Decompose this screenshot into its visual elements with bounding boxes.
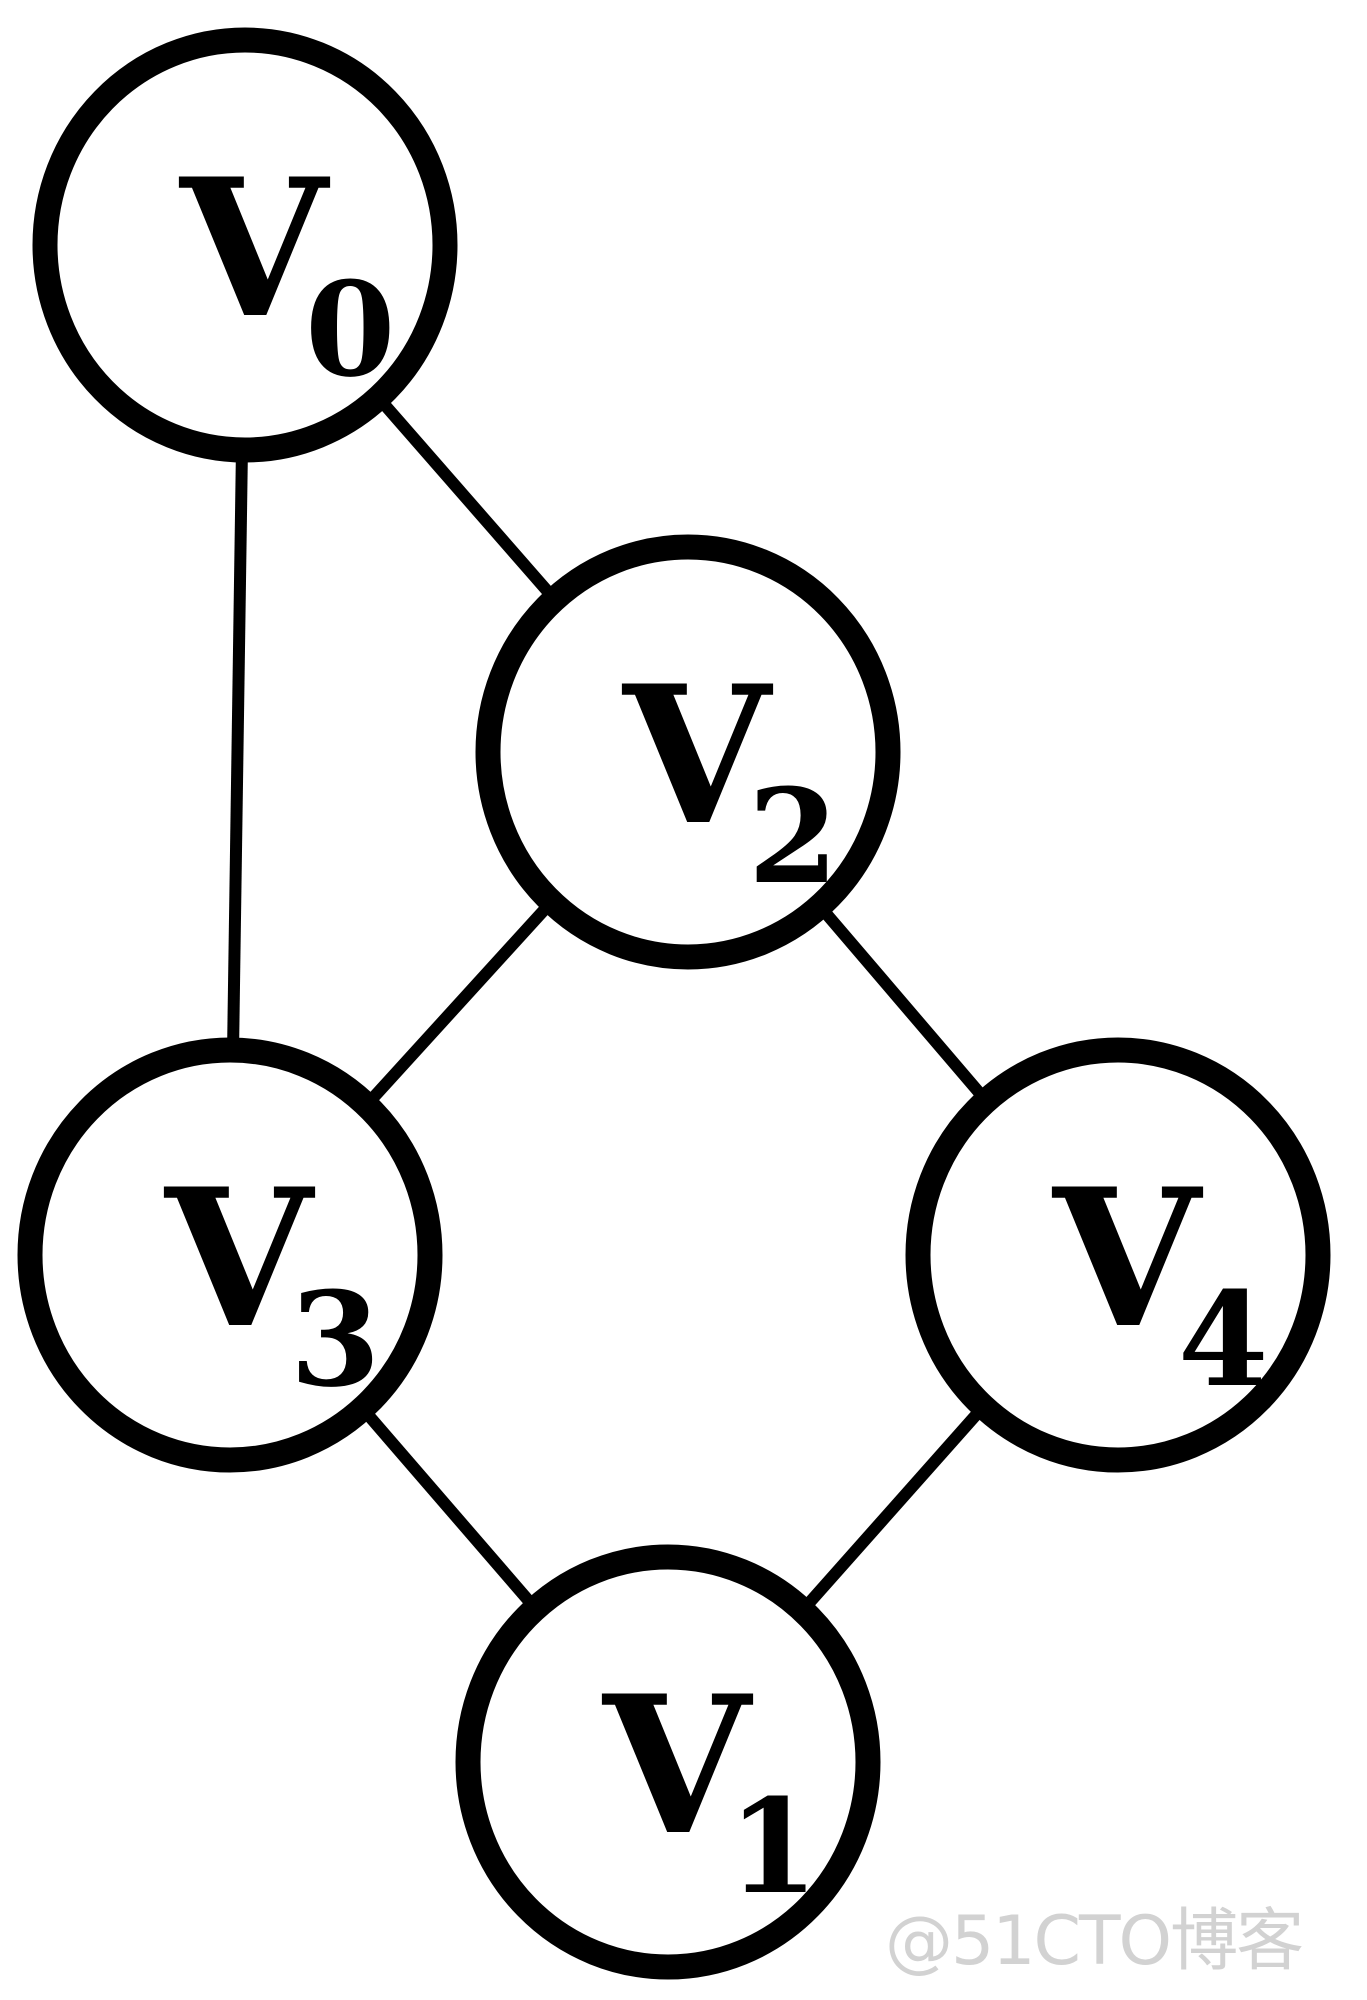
node-v1: V1 xyxy=(455,1544,881,1980)
edges xyxy=(224,241,1123,1766)
watermark: @51CTO博客 xyxy=(885,1902,1304,1981)
node-subscript-v4: 4 xyxy=(1178,1263,1268,1416)
node-label-v4: V xyxy=(1051,1147,1204,1370)
node-circle-v1 xyxy=(455,1544,881,1980)
node-label-v0: V xyxy=(178,137,331,360)
node-v0: V0 xyxy=(32,27,458,463)
node-v4: V4 xyxy=(905,1037,1331,1473)
node-circle-v3 xyxy=(17,1037,443,1473)
node-label-v1: V xyxy=(601,1654,754,1877)
node-v2: V2 xyxy=(475,534,901,970)
node-subscript-v2: 2 xyxy=(748,760,838,913)
node-subscript-v3: 3 xyxy=(290,1263,380,1416)
node-label-v2: V xyxy=(621,644,774,867)
node-circle-v4 xyxy=(905,1037,1331,1473)
node-subscript-v0: 0 xyxy=(305,253,395,406)
node-circle-v2 xyxy=(475,534,901,970)
node-subscript-v1: 1 xyxy=(728,1770,818,1923)
node-v3: V3 xyxy=(17,1037,443,1473)
node-circle-v0 xyxy=(32,27,458,463)
node-label-v3: V xyxy=(163,1147,316,1370)
